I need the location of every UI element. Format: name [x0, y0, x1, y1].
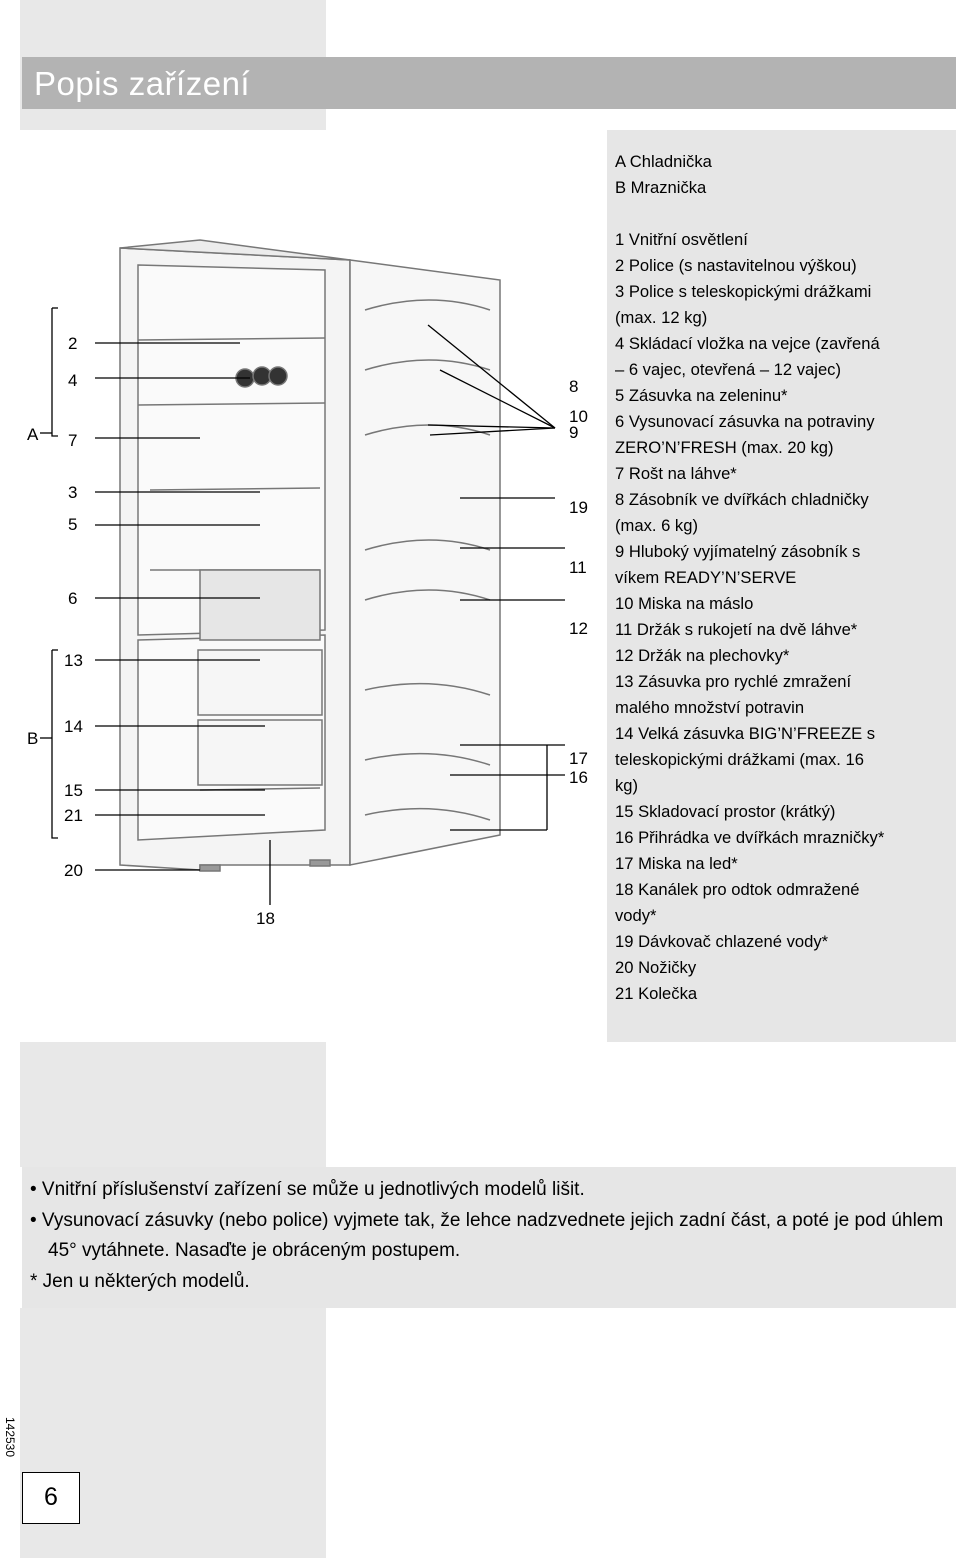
label-11: 11 — [569, 558, 587, 577]
spacer-band — [20, 1042, 326, 1167]
title-bar: Popis zařízení — [22, 57, 956, 109]
legend-item: – 6 vajec, otevřená – 12 vajec) — [615, 357, 950, 383]
label-2: 2 — [68, 334, 77, 353]
legend-item: 18 Kanálek pro odtok odmražené — [615, 877, 950, 903]
legend-item: malého množství potravin — [615, 695, 950, 721]
legend-item-A: A Chladnička — [615, 149, 950, 175]
legend-item: 7 Rošt na láhve* — [615, 461, 950, 487]
label-18: 18 — [256, 909, 275, 928]
label-B: B — [27, 729, 38, 748]
legend-item: 9 Hluboký vyjímatelný zásobník s — [615, 539, 950, 565]
legend-item: 11 Držák s rukojetí na dvě láhve* — [615, 617, 950, 643]
fridge-illustration — [120, 240, 500, 871]
legend-item: (max. 12 kg) — [615, 305, 950, 331]
legend-item: víkem READY’N’SERVE — [615, 565, 950, 591]
note-item: • Vysunovací zásuvky (nebo police) vyjme… — [30, 1206, 950, 1267]
legend-item: (max. 6 kg) — [615, 513, 950, 539]
page-number: 6 — [23, 1483, 79, 1512]
label-19: 19 — [569, 498, 588, 517]
label-4: 4 — [68, 371, 77, 390]
label-16: 16 — [569, 768, 588, 787]
label-7: 7 — [68, 431, 77, 450]
label-13: 13 — [64, 651, 83, 670]
legend-item-B: B Mraznička — [615, 175, 950, 201]
page-number-box: 6 — [22, 1472, 80, 1524]
legend-item: 10 Miska na máslo — [615, 591, 950, 617]
label-17: 17 — [569, 749, 588, 768]
label-6: 6 — [68, 589, 77, 608]
legend-item: 20 Nožičky — [615, 955, 950, 981]
legend-item: 15 Skladovací prostor (krátký) — [615, 799, 950, 825]
legend-item: 16 Přihrádka ve dvířkách mrazničky* — [615, 825, 950, 851]
legend-item: 12 Držák na plechovky* — [615, 643, 950, 669]
legend-item: teleskopickými drážkami (max. 16 — [615, 747, 950, 773]
legend-item: 19 Dávkovač chlazené vody* — [615, 929, 950, 955]
note-footnote: * Jen u některých modelů. — [30, 1267, 950, 1298]
legend-item: 14 Velká zásuvka BIG’N’FREEZE s — [615, 721, 950, 747]
label-8: 8 — [569, 377, 578, 396]
legend-item: 6 Vysunovací zásuvka na potraviny — [615, 409, 950, 435]
legend-item: 3 Police s teleskopickými drážkami — [615, 279, 950, 305]
legend-item: 5 Zásuvka na zeleninu* — [615, 383, 950, 409]
label-9: 9 — [569, 423, 578, 442]
label-14: 14 — [64, 717, 83, 736]
legend-item: kg) — [615, 773, 950, 799]
legend-item: vody* — [615, 903, 950, 929]
legend-item: 8 Zásobník ve dvířkách chladničky — [615, 487, 950, 513]
label-15: 15 — [64, 781, 83, 800]
label-5: 5 — [68, 515, 77, 534]
notes: • Vnitřní příslušenství zařízení se může… — [30, 1175, 950, 1297]
document-code: 142530 — [3, 1417, 17, 1457]
note-item: • Vnitřní příslušenství zařízení se může… — [30, 1175, 950, 1206]
legend-item: 21 Kolečka — [615, 981, 950, 1007]
label-3: 3 — [68, 483, 77, 502]
legend-item: 13 Zásuvka pro rychlé zmražení — [615, 669, 950, 695]
label-A: A — [27, 425, 39, 444]
legend-item: ZERO’N’FRESH (max. 20 kg) — [615, 435, 950, 461]
legend-item: 4 Skládací vložka na vejce (zavřená — [615, 331, 950, 357]
label-12: 12 — [569, 619, 588, 638]
legend-list: A Chladnička B Mraznička 1 Vnitřní osvět… — [615, 149, 950, 1007]
fridge-diagram: A B 2 4 7 3 5 6 13 14 15 21 20 18 8 10 9… — [20, 130, 607, 1040]
label-20: 20 — [64, 861, 83, 880]
legend-item: 17 Miska na led* — [615, 851, 950, 877]
legend-item: 2 Police (s nastavitelnou výškou) — [615, 253, 950, 279]
legend-item: 1 Vnitřní osvětlení — [615, 227, 950, 253]
page-title: Popis zařízení — [34, 65, 250, 103]
label-21: 21 — [64, 806, 83, 825]
